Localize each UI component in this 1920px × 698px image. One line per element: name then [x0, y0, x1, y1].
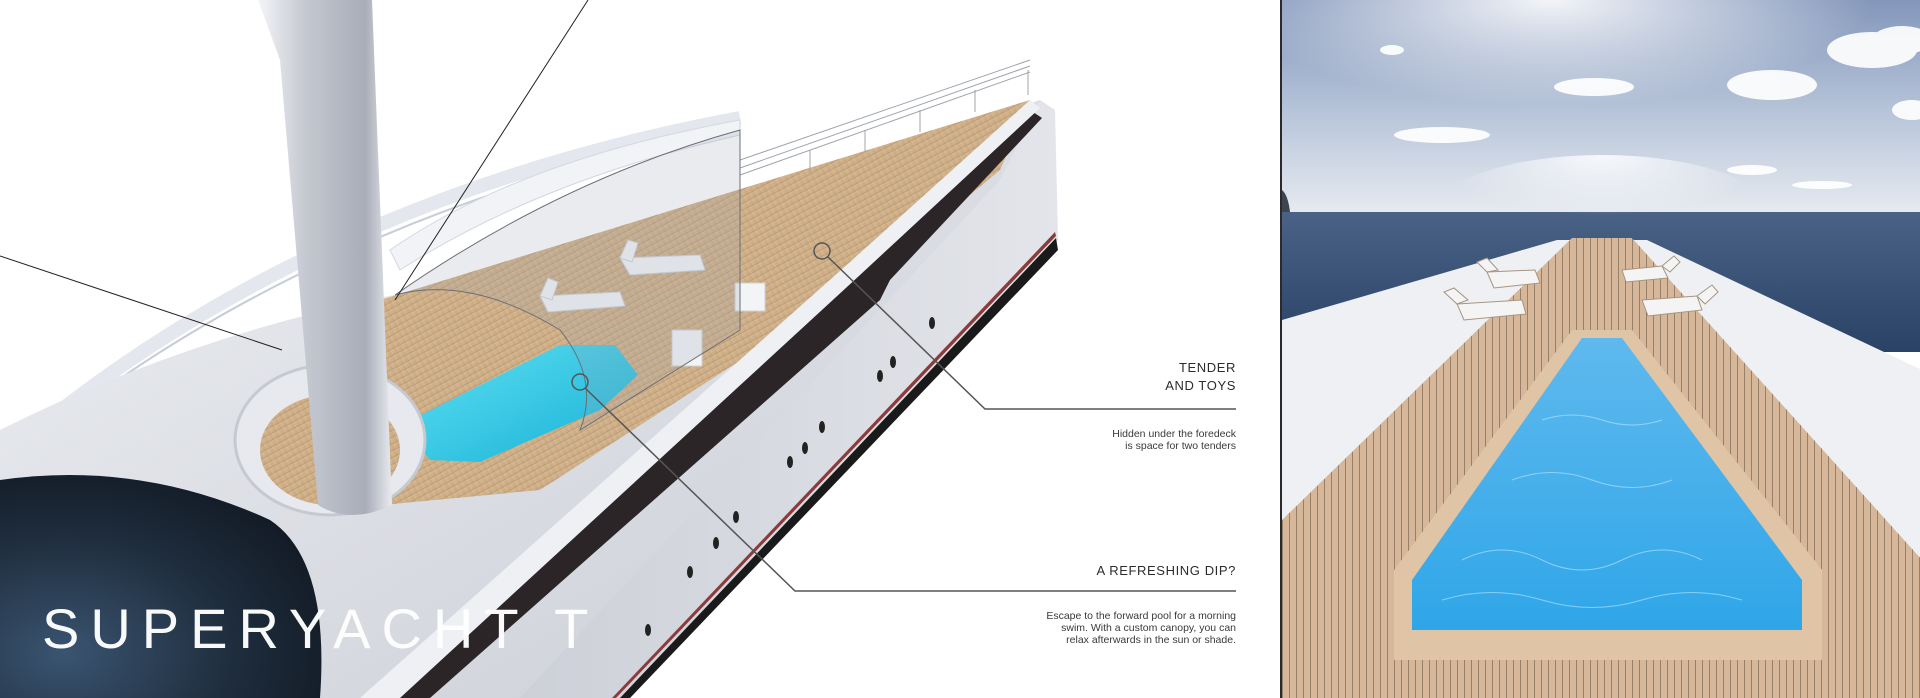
callout-body-line: swim. With a custom canopy, you can — [1061, 622, 1236, 634]
yacht-foredeck-render — [0, 0, 1236, 698]
left-page: TENDER AND TOYS Hidden under the foredec… — [0, 0, 1236, 698]
callout-body-line: is space for two tenders — [1125, 440, 1236, 452]
callout-title-line: A REFRESHING DIP? — [1096, 563, 1236, 578]
callout-title-line: AND TOYS — [1165, 378, 1236, 393]
callout-tender-title: TENDER AND TOYS — [1040, 359, 1236, 395]
callout-tender-body: Hidden under the foredeck is space for t… — [1000, 428, 1236, 452]
brand-wordmark: SUPERYACHT T — [42, 597, 600, 660]
callout-body-line: Hidden under the foredeck — [1112, 428, 1236, 440]
right-page-photo — [1280, 0, 1920, 698]
callout-body-line: Escape to the forward pool for a morning — [1046, 610, 1236, 622]
callout-title-line: TENDER — [1178, 360, 1236, 375]
callout-dip-title: A REFRESHING DIP? — [1000, 562, 1236, 580]
yacht-bow-pool-photo — [1282, 0, 1920, 698]
callout-dip-body: Escape to the forward pool for a morning… — [960, 610, 1236, 646]
callout-body-line: relax afterwards in the sun or shade. — [1066, 634, 1236, 646]
